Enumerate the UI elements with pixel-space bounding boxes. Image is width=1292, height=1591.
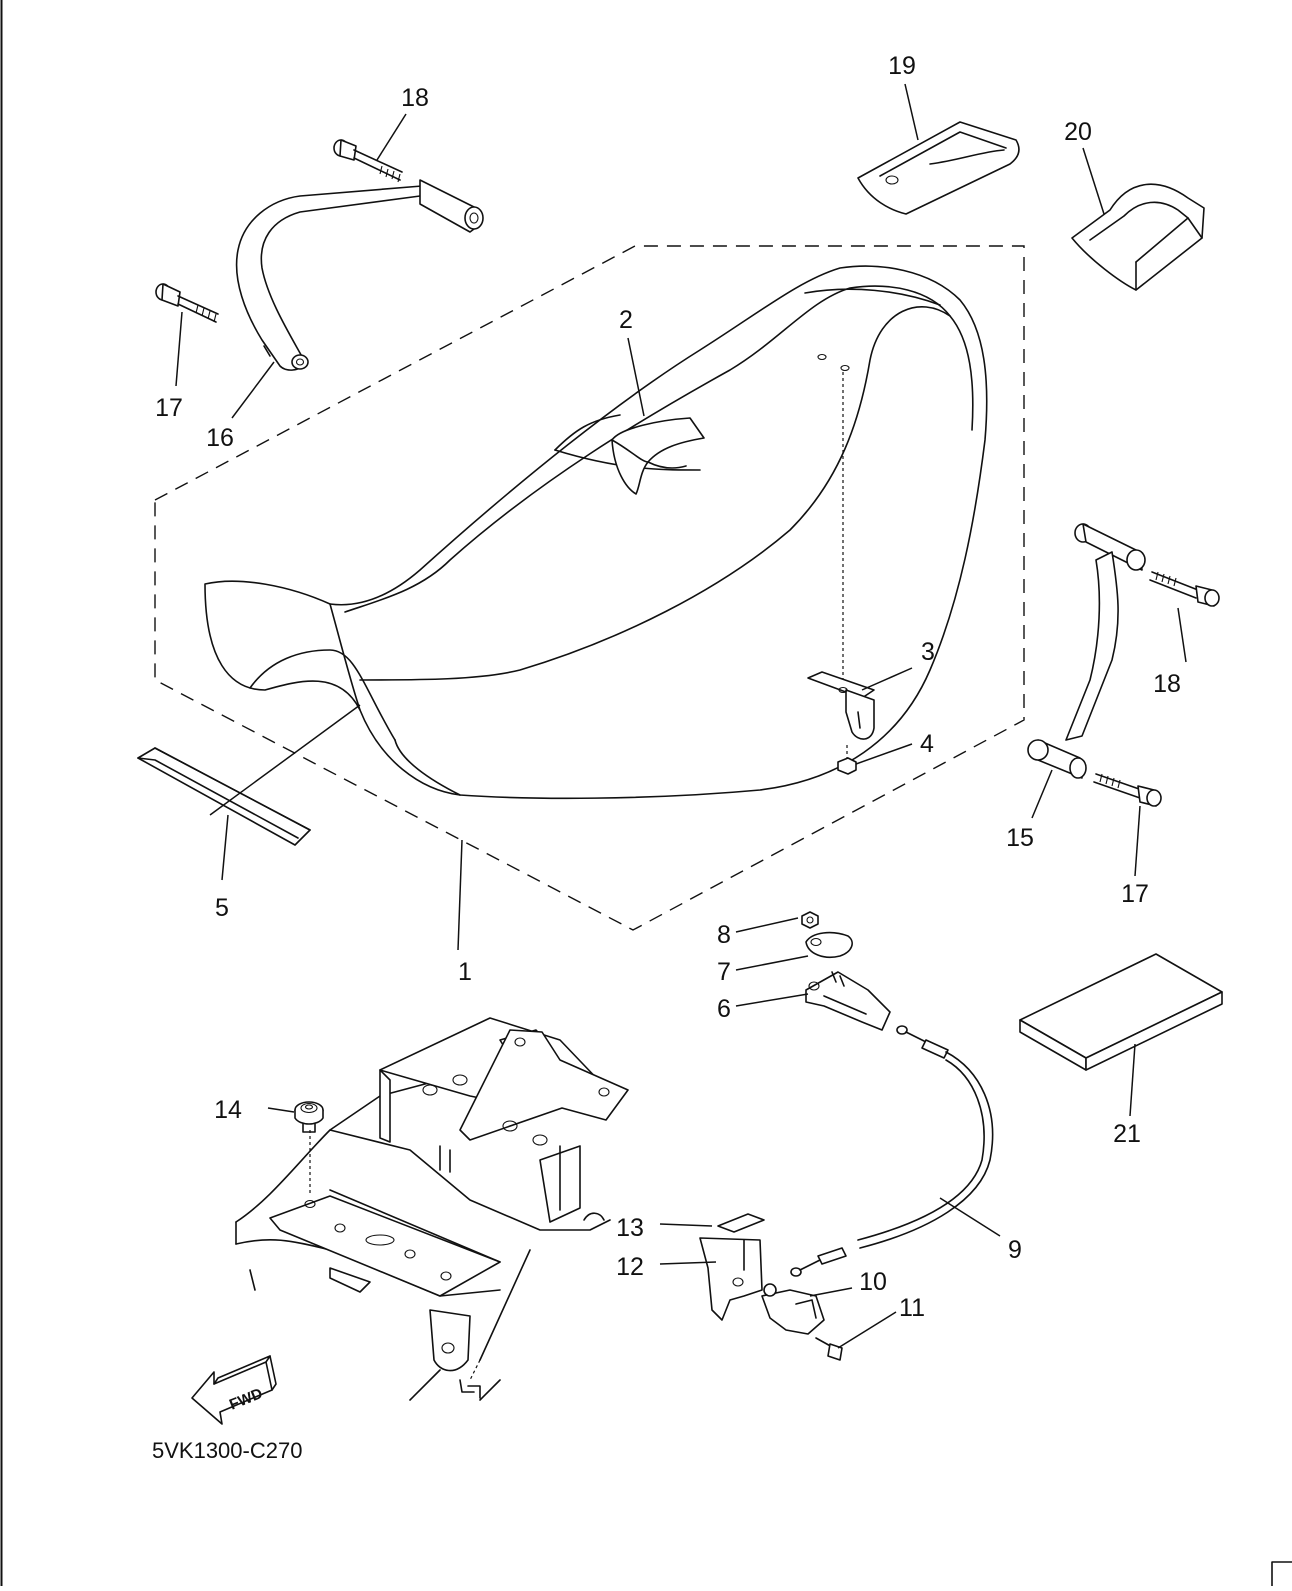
seat-stud-hole xyxy=(817,353,827,361)
seat-frame xyxy=(235,1017,629,1401)
callout-17-right: 17 xyxy=(1121,880,1149,908)
lock-hook[interactable] xyxy=(761,1283,825,1335)
grab-bar-bolt-right-top[interactable] xyxy=(1149,571,1220,607)
callout-15: 15 xyxy=(1006,824,1034,852)
lock-washer[interactable] xyxy=(805,931,853,958)
corner-mark xyxy=(1271,1561,1292,1587)
callout-5: 5 xyxy=(215,894,229,922)
seat-lock-cable[interactable] xyxy=(790,1025,994,1277)
callout-14: 14 xyxy=(214,1096,242,1124)
callout-17-left: 17 xyxy=(155,394,183,422)
forward-arrow-icon: FWD xyxy=(191,1355,277,1425)
storage-tray[interactable] xyxy=(857,121,1020,215)
lock-nut[interactable] xyxy=(801,911,819,929)
leader-lines xyxy=(175,83,1187,1349)
callout-18-right: 18 xyxy=(1153,670,1181,698)
seat-bracket[interactable] xyxy=(807,671,875,740)
nut[interactable] xyxy=(837,745,857,775)
callout-20: 20 xyxy=(1064,118,1092,146)
callout-8: 8 xyxy=(717,921,731,949)
seat-lock-plate[interactable] xyxy=(805,971,891,1031)
pad-sheet[interactable] xyxy=(1019,953,1223,1071)
callout-7: 7 xyxy=(717,958,731,986)
callout-1: 1 xyxy=(458,958,472,986)
grab-bar-left[interactable] xyxy=(235,179,484,371)
callout-4: 4 xyxy=(920,730,934,758)
rubber-strip[interactable] xyxy=(137,747,311,846)
callout-19: 19 xyxy=(888,52,916,80)
lock-pad[interactable] xyxy=(717,1213,765,1233)
grab-bar-bolt-left[interactable] xyxy=(155,283,219,323)
callout-2: 2 xyxy=(619,306,633,334)
callouts: 1 2 3 4 5 6 7 8 9 10 11 12 13 14 15 16 1… xyxy=(155,52,1181,1322)
seat-stud-hole xyxy=(840,364,850,372)
grab-bar-bolt-top[interactable] xyxy=(333,139,403,183)
seat-assembly-boundary xyxy=(154,245,1025,931)
storage-box[interactable] xyxy=(1071,183,1205,291)
callout-9: 9 xyxy=(1008,1236,1022,1264)
callout-6: 6 xyxy=(717,995,731,1023)
callout-16: 16 xyxy=(206,424,234,452)
callout-13: 13 xyxy=(616,1214,644,1242)
callout-11: 11 xyxy=(899,1294,925,1322)
callout-10: 10 xyxy=(859,1268,887,1296)
grab-bar-right[interactable] xyxy=(1027,523,1146,779)
grab-bar-bolt-right-bottom[interactable] xyxy=(1093,773,1162,807)
drawing-code: 5VK1300-C270 xyxy=(152,1438,302,1463)
rubber-damper[interactable] xyxy=(294,1101,324,1133)
callout-18-top: 18 xyxy=(401,84,429,112)
callout-21: 21 xyxy=(1113,1120,1141,1148)
lock-screw[interactable] xyxy=(815,1337,843,1361)
callout-3: 3 xyxy=(921,638,935,666)
callout-12: 12 xyxy=(616,1253,644,1281)
seat[interactable] xyxy=(204,265,988,800)
seat-strap[interactable] xyxy=(611,417,705,495)
lock-bracket[interactable] xyxy=(699,1237,763,1321)
